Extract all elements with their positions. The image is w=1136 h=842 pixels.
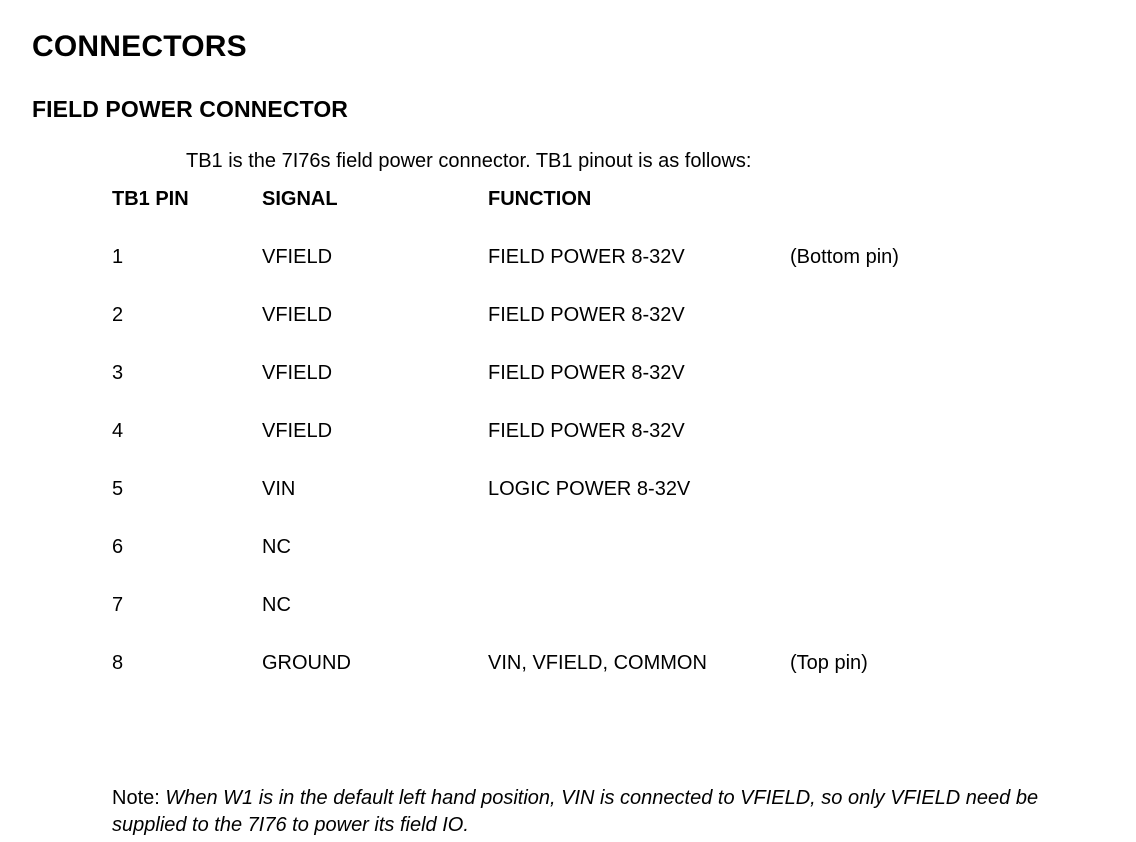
cell-pin: 8: [112, 652, 124, 674]
cell-note: [790, 302, 950, 360]
table-row: 7 NC: [112, 592, 950, 650]
cell-signal: NC: [262, 536, 291, 558]
footnote-label: Note:: [112, 787, 160, 809]
table-row: 2 VFIELD FIELD POWER 8-32V: [112, 302, 950, 360]
cell-signal: VFIELD: [262, 420, 333, 442]
cell-signal: NC: [262, 594, 291, 616]
section-heading: FIELD POWER CONNECTOR: [32, 96, 349, 123]
cell-signal: VIN: [262, 478, 296, 500]
cell-signal: VFIELD: [262, 304, 333, 326]
column-header-signal: SIGNAL: [262, 188, 338, 210]
table-row: 1 VFIELD FIELD POWER 8-32V (Bottom pin): [112, 244, 950, 302]
cell-function: VIN, VFIELD, COMMON: [488, 652, 707, 674]
tb1-pinout-table: TB1 PIN SIGNAL FUNCTION 1 VFIELD FIELD P…: [112, 186, 950, 708]
cell-note: [790, 476, 950, 534]
cell-pin: 6: [112, 536, 124, 558]
cell-pin: 1: [112, 246, 124, 268]
intro-paragraph: TB1 is the 7I76s field power connector. …: [186, 150, 752, 172]
cell-function: FIELD POWER 8-32V: [488, 420, 685, 442]
cell-note: (Top pin): [790, 652, 868, 674]
cell-pin: 4: [112, 420, 124, 442]
cell-signal: GROUND: [262, 652, 351, 674]
table-row: 5 VIN LOGIC POWER 8-32V: [112, 476, 950, 534]
column-header-function: FUNCTION: [488, 188, 592, 210]
cell-signal: VFIELD: [262, 246, 333, 268]
cell-note: (Bottom pin): [790, 246, 899, 268]
cell-pin: 2: [112, 304, 124, 326]
cell-note: [790, 592, 950, 650]
table-header-row: TB1 PIN SIGNAL FUNCTION: [112, 186, 950, 244]
cell-function: FIELD POWER 8-32V: [488, 362, 685, 384]
cell-function: FIELD POWER 8-32V: [488, 246, 685, 268]
cell-note: [790, 534, 950, 592]
footnote-body: When W1 is in the default left hand posi…: [112, 787, 1039, 836]
column-header-note: [790, 186, 950, 244]
cell-signal: VFIELD: [262, 362, 333, 384]
cell-function: [488, 534, 790, 592]
cell-pin: 3: [112, 362, 124, 384]
cell-note: [790, 418, 950, 476]
table-row: 4 VFIELD FIELD POWER 8-32V: [112, 418, 950, 476]
cell-note: [790, 360, 950, 418]
cell-pin: 5: [112, 478, 124, 500]
footnote: Note: When W1 is in the default left han…: [112, 785, 1102, 839]
table-row: 3 VFIELD FIELD POWER 8-32V: [112, 360, 950, 418]
table-row: 6 NC: [112, 534, 950, 592]
cell-function: FIELD POWER 8-32V: [488, 304, 685, 326]
page-title: CONNECTORS: [32, 30, 247, 64]
cell-pin: 7: [112, 594, 124, 616]
table-row: 8 GROUND VIN, VFIELD, COMMON (Top pin): [112, 650, 950, 708]
cell-function: LOGIC POWER 8-32V: [488, 478, 691, 500]
column-header-pin: TB1 PIN: [112, 188, 189, 210]
cell-function: [488, 592, 790, 650]
